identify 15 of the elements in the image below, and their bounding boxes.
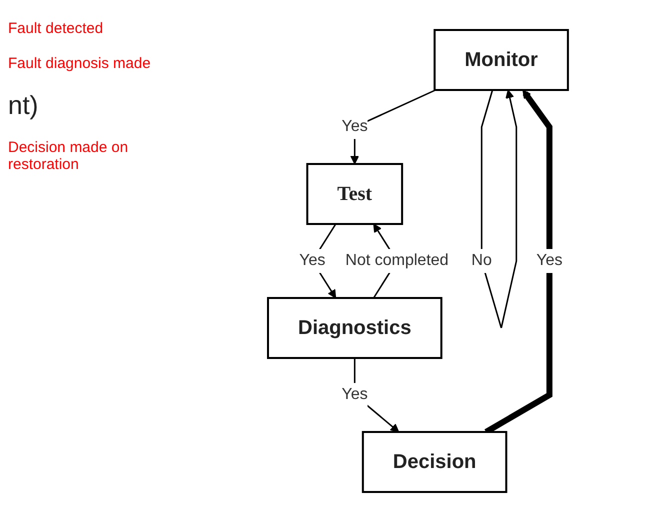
node-box: Diagnostics <box>266 297 442 359</box>
edge-label: Yes <box>341 386 368 403</box>
note-text: Decision made on restoration <box>8 139 130 173</box>
node-box: Monitor <box>433 29 568 91</box>
edge-label: No <box>470 252 492 269</box>
edge-label: Yes <box>536 252 562 269</box>
note-text: Fault detected <box>8 20 104 37</box>
edge-label: Yes <box>298 252 325 269</box>
edge-label: Yes <box>341 118 368 135</box>
slide-text: nt) <box>8 90 40 121</box>
note-text: Fault diagnosis made <box>8 55 152 72</box>
edge-label: Not completed <box>344 252 448 269</box>
node-box: Decision <box>361 430 507 493</box>
arrow <box>480 90 517 328</box>
node-box: Test <box>306 163 403 225</box>
